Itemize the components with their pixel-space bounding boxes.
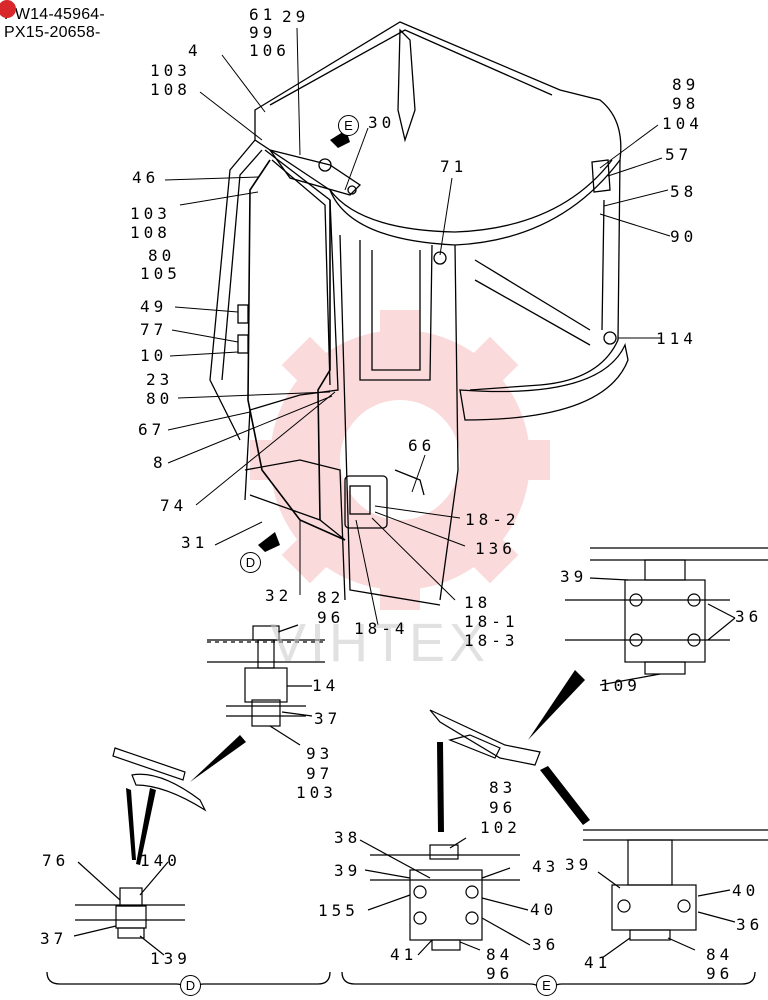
callout-18-4: 18-4 [354,619,409,638]
cab-frame [209,21,629,606]
callout-4: 4 [188,41,202,60]
callout-23: 23 [146,370,174,389]
serial-range-1: PW14-45964- [0,0,105,24]
detail-e-upper [565,547,768,686]
callout-96a: 96 [317,608,345,627]
view-label-d: D [180,975,201,996]
callout-77: 77 [140,320,168,339]
callout-155: 155 [318,901,359,920]
view-brackets [46,971,756,995]
callout-18-2: 18-2 [465,510,520,529]
marker-dot [0,0,16,18]
callout-40b: 40 [732,881,760,900]
callout-18-3: 18-3 [464,631,519,650]
callout-103c: 103 [296,783,337,802]
leader-lines [164,27,671,626]
callout-18: 18 [464,593,492,612]
callout-18-1: 18-1 [464,612,519,631]
callout-103b: 103 [130,204,171,223]
callout-8: 8 [153,453,167,472]
callout-66: 66 [408,436,436,455]
callout-32: 32 [265,586,293,605]
detail-76 [73,861,185,956]
callout-93: 93 [306,744,334,763]
callout-31: 31 [181,533,209,552]
serial-range-2: PX15-20658- [4,24,101,41]
callout-29: 29 [282,7,310,26]
callout-108a: 108 [150,80,191,99]
callout-71: 71 [440,157,468,176]
callout-37a: 37 [314,709,342,728]
view-label-e: E [536,975,557,996]
callout-96d: 96 [706,964,734,983]
callout-97: 97 [306,764,334,783]
callout-46: 46 [132,168,160,187]
callout-10: 10 [140,346,168,365]
callout-58: 58 [670,182,698,201]
callout-106: 106 [249,41,290,60]
callout-41a: 41 [390,945,418,964]
callout-105: 105 [140,264,181,283]
callout-96b: 96 [489,798,517,817]
watermark-gear [250,310,550,610]
callout-109: 109 [600,676,641,695]
detail-e-lower-right [583,829,768,959]
detail-e-lower-left [359,837,531,956]
callout-114: 114 [656,329,697,348]
callout-96c: 96 [486,964,514,983]
callout-108b: 108 [130,223,171,242]
callout-102: 102 [480,818,521,837]
callout-14: 14 [312,676,340,695]
callout-43: 43 [532,857,560,876]
callout-89: 89 [672,75,700,94]
callout-67: 67 [138,420,166,439]
callout-80b: 80 [146,389,174,408]
callout-38: 38 [334,828,362,847]
callout-39b: 39 [334,861,362,880]
callout-36c: 36 [736,915,764,934]
view-marker-d: D [240,552,261,573]
detail-bolt-82 [207,624,325,746]
callout-139: 139 [150,949,191,968]
callout-103a: 103 [150,61,191,80]
callout-82: 82 [317,588,345,607]
callout-41b: 41 [584,953,612,972]
callout-74: 74 [160,496,188,515]
callout-98: 98 [672,94,700,113]
callout-83: 83 [489,778,517,797]
callout-84a: 84 [486,945,514,964]
detail-links [112,709,541,812]
callout-57: 57 [665,145,693,164]
serial-range-1-text: PW14-45964- [4,6,105,23]
callout-30: 30 [368,113,396,132]
watermark-text: VIHTEX [270,613,490,673]
view-marker-e: E [338,115,359,136]
callout-39a: 39 [560,567,588,586]
callout-90: 90 [670,227,698,246]
callout-80a: 80 [148,246,176,265]
callout-84b: 84 [706,945,734,964]
callout-36b: 36 [532,935,560,954]
callout-99: 99 [249,23,277,42]
callout-76: 76 [42,851,70,870]
callout-140: 140 [140,851,181,870]
callout-39c: 39 [565,855,593,874]
callout-37b: 37 [40,929,68,948]
callout-136: 136 [475,539,516,558]
callout-40a: 40 [530,900,558,919]
view-pointers [126,130,590,865]
callout-104: 104 [662,114,703,133]
callout-61: 61 [249,5,277,24]
callout-49: 49 [140,297,168,316]
callout-36a: 36 [735,607,763,626]
